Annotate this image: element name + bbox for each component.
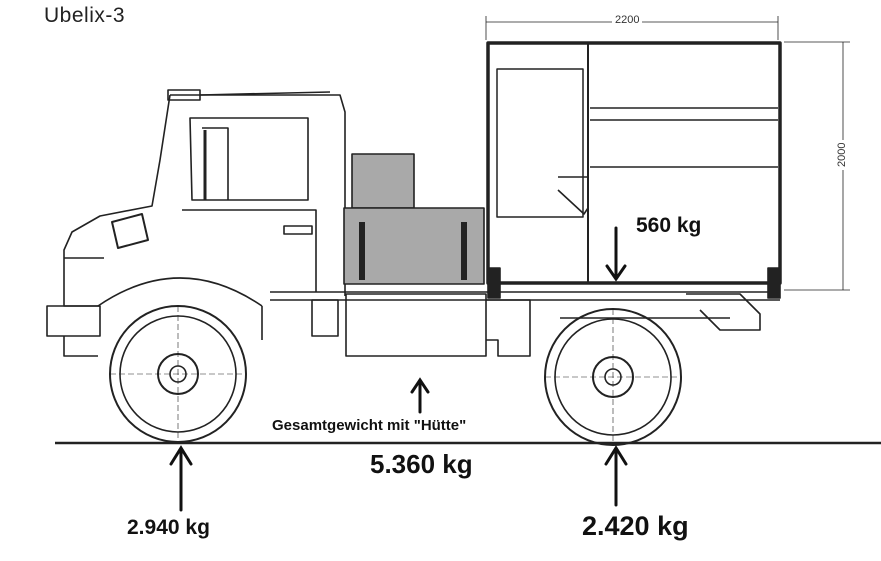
cab <box>46 89 346 357</box>
box-length-dimension: 2200 <box>612 14 643 26</box>
box-load-label: 560 kg <box>636 214 702 237</box>
total-load-arrow <box>410 377 430 414</box>
rear-suspension <box>486 293 761 357</box>
front-wheel <box>109 305 247 443</box>
total-weight-value: 5.360 kg <box>370 449 473 479</box>
front-axle-arrow <box>169 445 193 512</box>
side-tanks <box>311 153 487 357</box>
box-load-arrow <box>605 226 627 282</box>
total-weight-caption: Gesamtgewicht mit "Hütte" <box>272 417 467 434</box>
rear-wheel <box>544 308 682 446</box>
rear-axle-load: 2.420 kg <box>582 511 689 541</box>
box-height-dimension: 2000 <box>836 139 848 170</box>
drawing-title: Ubelix-3 <box>44 4 126 27</box>
front-axle-load: 2.940 kg <box>127 516 210 539</box>
dimension-lines <box>485 16 850 291</box>
rear-axle-arrow <box>604 445 628 507</box>
camper-box <box>486 41 782 299</box>
